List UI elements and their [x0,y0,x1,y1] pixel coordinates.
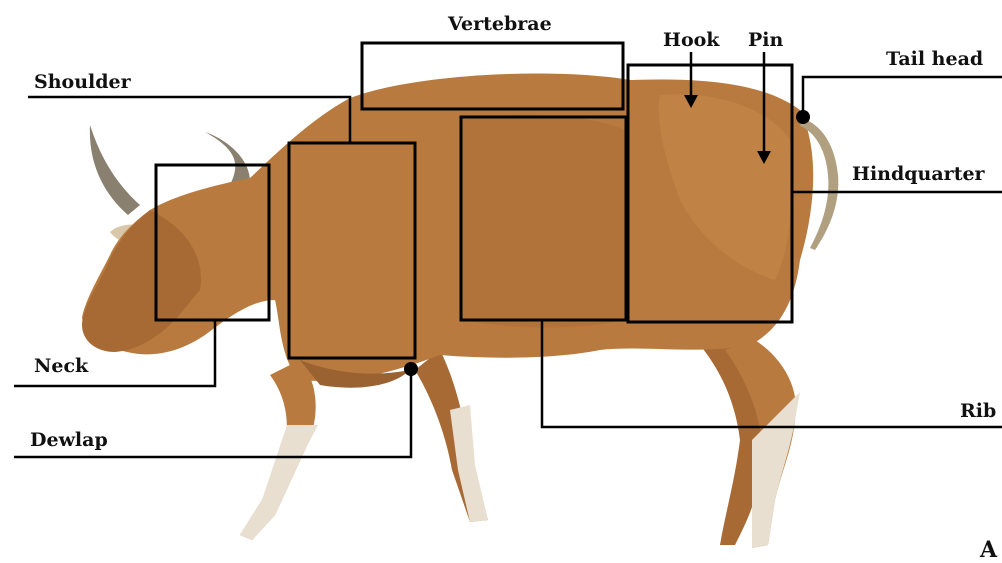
tail-head-leader [803,77,1002,117]
label-neck: Neck [34,355,89,377]
label-vertebrae: Vertebrae [447,13,552,35]
label-shoulder: Shoulder [34,71,132,93]
panel-label: A [979,537,998,563]
label-tail-head: Tail head [886,48,983,70]
label-hindquarter: Hindquarter [852,163,986,185]
tail-head-point [796,110,810,124]
label-rib: Rib [960,400,996,422]
label-hook: Hook [663,29,720,51]
label-dewlap: Dewlap [30,429,108,451]
front-hoof-near [240,425,318,540]
body-shading [460,115,625,328]
left-horn [90,125,140,215]
dewlap-point [404,362,418,376]
right-horn [205,132,250,185]
label-pin: Pin [748,29,784,51]
